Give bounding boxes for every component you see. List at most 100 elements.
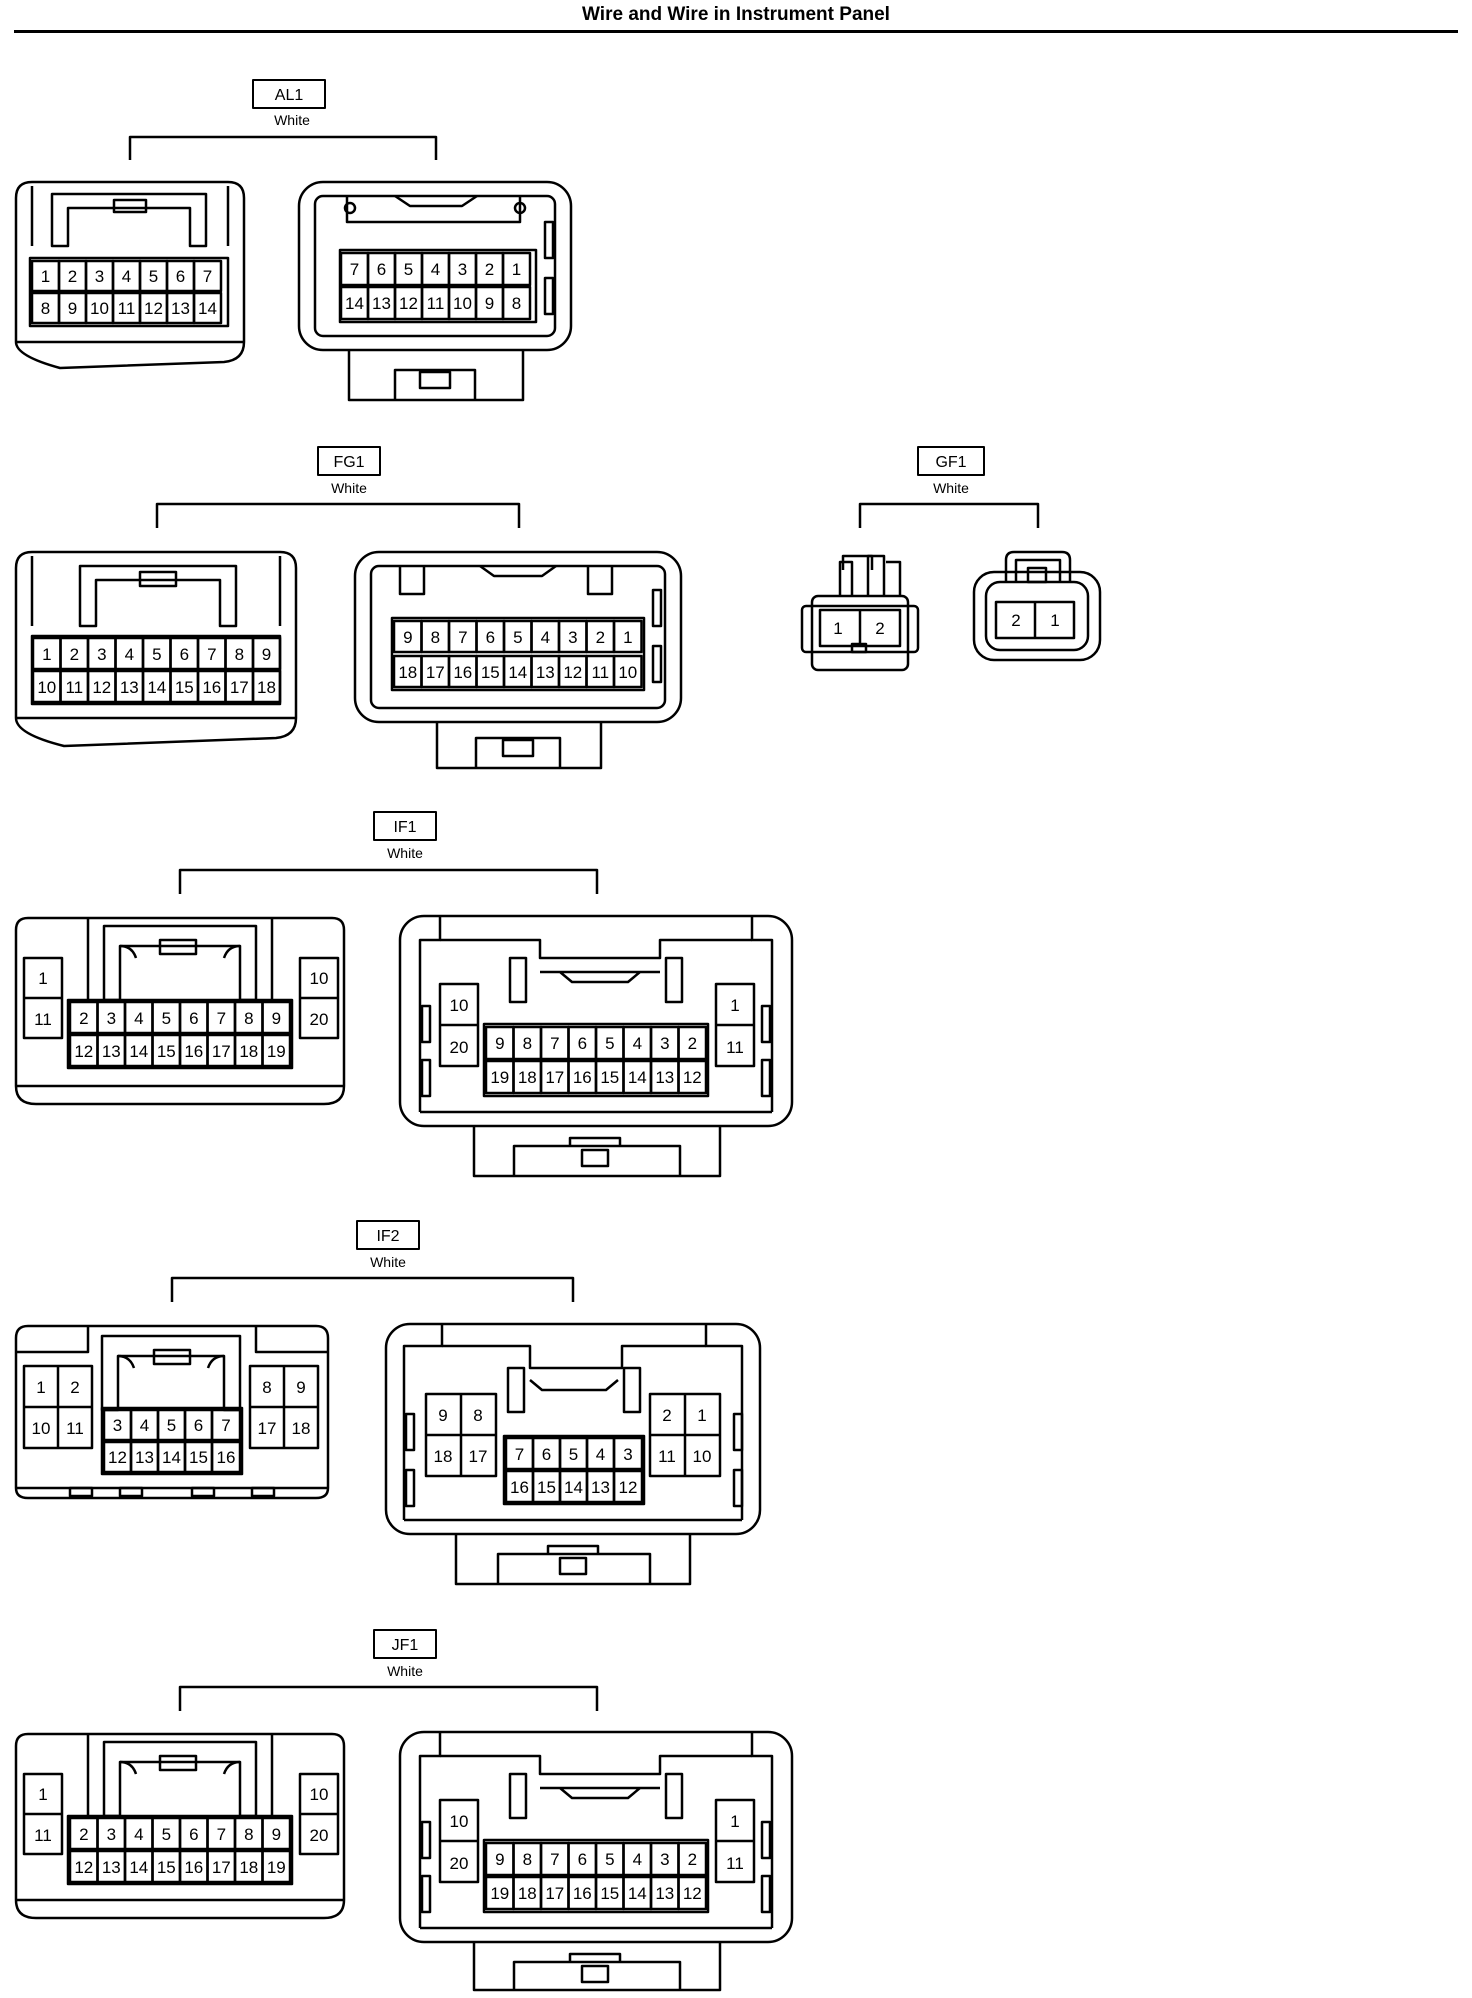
pin-label: 6 (194, 1416, 203, 1435)
pin-label: 1 (1050, 611, 1059, 630)
pin-label: 2 (68, 267, 77, 286)
connector-color-gf1: White (933, 480, 969, 496)
pin-label: 6 (542, 1445, 551, 1464)
pin-label: 18 (257, 678, 276, 697)
pin-label: 18 (434, 1447, 453, 1466)
pin-label: 8 (262, 1378, 271, 1397)
pin-label: 2 (688, 1850, 697, 1869)
pin-label: 10 (693, 1447, 712, 1466)
pin-label: 11 (34, 1826, 52, 1845)
pin-cell (677, 1841, 708, 1877)
connector-tag-box (373, 1629, 437, 1659)
pin-label: 11 (591, 663, 609, 682)
pin-label: 17 (426, 663, 445, 682)
connector-jf1-male-view: 10 20 1 11 9 8 7 6 5 4 3 2 19 18 17 16 1… (398, 1730, 794, 1992)
pin-label: 1 (512, 260, 521, 279)
pin-cell (677, 1875, 708, 1911)
pin-label: 1 (730, 1812, 739, 1831)
pin-label: 12 (619, 1478, 638, 1497)
pin-grid: 7 6 5 4 3 2 1 14 13 12 11 10 9 8 (339, 251, 532, 321)
pin-label: 14 (162, 1448, 181, 1467)
pin-label: 18 (398, 663, 417, 682)
pin-label: 17 (258, 1419, 277, 1438)
pin-label: 12 (683, 1884, 702, 1903)
pin-label: 6 (189, 1009, 198, 1028)
pin-label: 20 (310, 1826, 329, 1845)
pin-label: 13 (372, 294, 391, 313)
pin-label: 3 (623, 1445, 632, 1464)
pin-cell (612, 654, 643, 689)
pin-label: 20 (450, 1038, 469, 1057)
pin-label: 14 (147, 678, 166, 697)
pin-label: 5 (513, 628, 522, 647)
pin-label: 3 (97, 645, 106, 664)
pin-label: 1 (42, 645, 51, 664)
pin-label: 2 (70, 1378, 79, 1397)
pin-label: 8 (235, 645, 244, 664)
pin-label: 14 (345, 294, 364, 313)
pin-label: 1 (697, 1406, 706, 1425)
pin-grid: 2 3 4 5 6 7 8 9 12 13 14 15 16 17 18 19 (68, 1000, 292, 1068)
pin-label: 14 (129, 1858, 148, 1877)
pin-label: 13 (102, 1042, 121, 1061)
pin-label: 17 (545, 1068, 564, 1087)
pin-label: 6 (176, 267, 185, 286)
connector-color-fg1: White (331, 480, 367, 496)
pin-label: 15 (600, 1068, 619, 1087)
pin-label: 16 (184, 1858, 203, 1877)
pin-label: 19 (490, 1884, 509, 1903)
pin-cell (612, 1436, 644, 1471)
pin-label: 12 (108, 1448, 127, 1467)
pin-label: 11 (118, 299, 136, 318)
pin-label: 1 (38, 969, 47, 988)
pin-label: 14 (508, 663, 527, 682)
pin-label: 18 (518, 1884, 537, 1903)
pin-label: 6 (189, 1825, 198, 1844)
pin-label: 3 (568, 628, 577, 647)
pin-label: 3 (107, 1009, 116, 1028)
connector-tag-if1: IF1 (393, 819, 416, 836)
pin-label: 3 (95, 267, 104, 286)
pin-label: 13 (135, 1448, 154, 1467)
pin-label: 16 (573, 1884, 592, 1903)
connector-tag-box (917, 446, 985, 476)
pin-label: 3 (113, 1416, 122, 1435)
pin-cell (261, 1816, 292, 1851)
pin-label: 7 (515, 1445, 524, 1464)
pin-label: 5 (149, 267, 158, 286)
pin-label: 6 (578, 1850, 587, 1869)
pin-label: 20 (310, 1010, 329, 1029)
connector-if2-male-view: 9 8 18 17 2 1 11 10 7 6 5 4 3 16 15 14 1… (384, 1322, 762, 1586)
connector-if2-group: IF2 White 1 2 10 11 8 9 17 18 3 (14, 1220, 762, 1586)
pin-label: 17 (469, 1447, 488, 1466)
pin-label: 9 (403, 628, 412, 647)
pin-label: 14 (129, 1042, 148, 1061)
pin-label: 18 (292, 1419, 311, 1438)
pin-label: 9 (272, 1009, 281, 1028)
pin-label: 15 (157, 1858, 176, 1877)
pin-label: 11 (726, 1038, 744, 1057)
connector-tag-box (317, 446, 381, 476)
pin-label: 7 (458, 628, 467, 647)
pin-label: 16 (202, 678, 221, 697)
pin-cell (251, 636, 282, 671)
pin-label: 16 (453, 663, 472, 682)
pin-label: 4 (431, 260, 440, 279)
connector-if1-male-view: 10 20 1 11 9 8 7 6 5 4 3 2 19 18 17 16 1… (398, 914, 794, 1178)
pin-label: 1 (730, 996, 739, 1015)
pin-label: 2 (79, 1825, 88, 1844)
connector-al1-female-view: 1 2 3 4 5 6 7 8 9 10 11 12 13 14 (14, 180, 246, 370)
pin-label: 5 (152, 645, 161, 664)
pin-label: 9 (495, 1850, 504, 1869)
pin-grid: 7 6 5 4 3 16 15 14 13 12 (504, 1436, 644, 1504)
pin-label: 19 (267, 1858, 286, 1877)
pin-label: 13 (591, 1478, 610, 1497)
connector-jf1-female-view: 1 11 10 20 2 3 4 5 6 7 8 9 12 13 14 15 1… (14, 1732, 346, 1920)
pin-label: 1 (36, 1378, 45, 1397)
pin-label: 7 (217, 1825, 226, 1844)
pin-label: 11 (65, 678, 83, 697)
pin-label: 8 (244, 1825, 253, 1844)
pin-label: 5 (605, 1850, 614, 1869)
pin-label: 5 (162, 1009, 171, 1028)
